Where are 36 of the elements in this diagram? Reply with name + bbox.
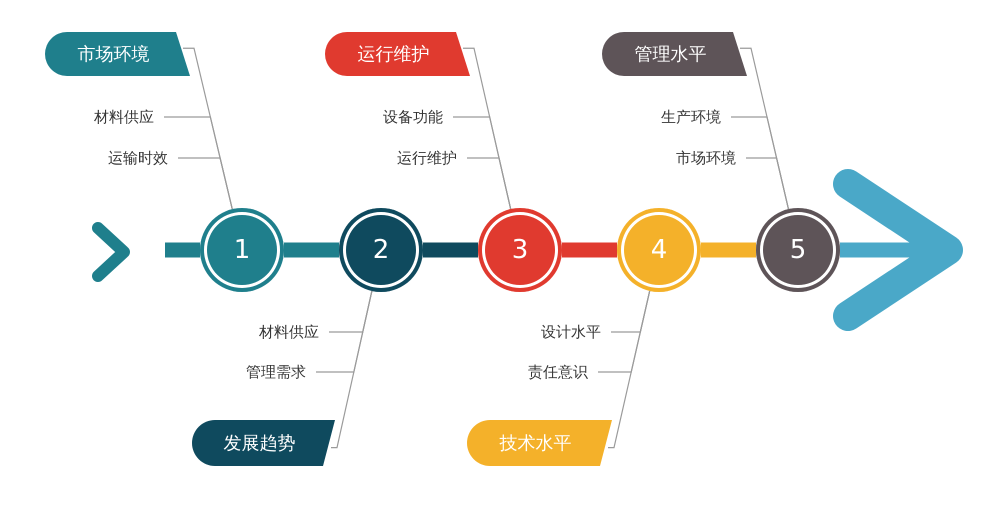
category-tag [467,420,612,466]
step-number: 3 [512,235,528,265]
tag-label: 运行维护 [358,43,430,66]
tag-label: 市场环境 [78,43,150,66]
step-number: 2 [372,235,390,265]
leader-line [746,157,790,210]
factor-label: 材料供应 [259,322,319,342]
factor-label: 责任意识 [528,362,588,382]
step-number: 4 [650,235,668,265]
factor-label: 市场环境 [676,148,736,168]
step-number: 1 [234,235,250,265]
tag-label: 技术水平 [500,432,572,455]
timeline-bar [284,242,339,258]
factor-label: 材料供应 [94,108,154,126]
leader-line [178,157,233,210]
factor-label: 管理需求 [246,362,306,382]
timeline-bar [833,169,963,331]
timeline-bar [165,242,200,258]
factor-label: 生产环境 [661,108,721,126]
factor-label: 设计水平 [541,322,601,342]
timeline-bar [423,242,478,258]
timeline-bar [701,242,756,258]
tag-label: 管理水平 [634,43,706,66]
factor-label: 设备功能 [383,108,443,126]
tag-label: 发展趋势 [224,432,296,455]
leader-line [598,290,650,373]
category-tag [45,32,190,76]
category-tag [325,32,470,76]
factor-label: 运输时效 [108,148,168,168]
step-number: 5 [790,235,806,265]
leader-line [316,290,372,373]
factor-label: 运行维护 [397,148,457,168]
leader-line [467,157,512,210]
timeline-bar [562,242,617,258]
category-tag [192,420,335,466]
category-tag [602,32,747,76]
